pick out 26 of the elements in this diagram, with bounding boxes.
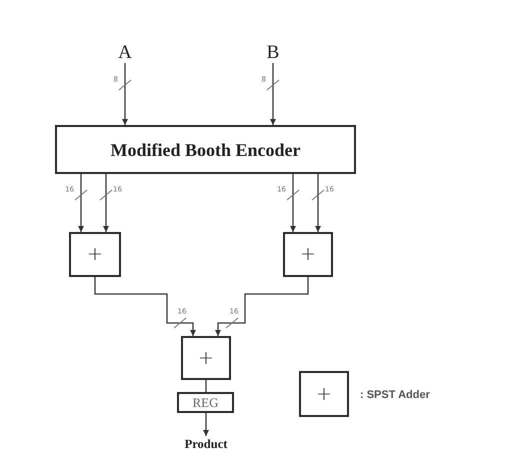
connector xyxy=(122,63,128,125)
adder-label: + xyxy=(87,245,103,264)
output-label: Product xyxy=(182,436,230,452)
connector xyxy=(315,174,321,232)
register-box xyxy=(177,392,234,413)
legend-text: : SPST Adder xyxy=(360,389,430,401)
connector xyxy=(203,413,209,436)
register-label: REG xyxy=(192,396,218,409)
connector xyxy=(215,277,309,336)
adder-box xyxy=(283,232,333,277)
input-label: A xyxy=(117,43,133,63)
encoder-box xyxy=(55,125,356,174)
connector xyxy=(103,174,109,232)
adder-label: + xyxy=(198,348,214,368)
connector xyxy=(94,277,196,336)
legend-adder-box xyxy=(299,371,349,417)
adder-label: + xyxy=(300,245,316,264)
connector xyxy=(78,174,84,232)
adder-box xyxy=(69,232,121,277)
connector xyxy=(205,380,207,392)
connector xyxy=(270,63,276,125)
adder-box xyxy=(181,336,231,380)
connector xyxy=(290,174,296,232)
input-label: B xyxy=(265,43,281,63)
adder-label: + xyxy=(316,384,332,404)
encoder-title: Modified Booth Encoder xyxy=(110,140,300,158)
